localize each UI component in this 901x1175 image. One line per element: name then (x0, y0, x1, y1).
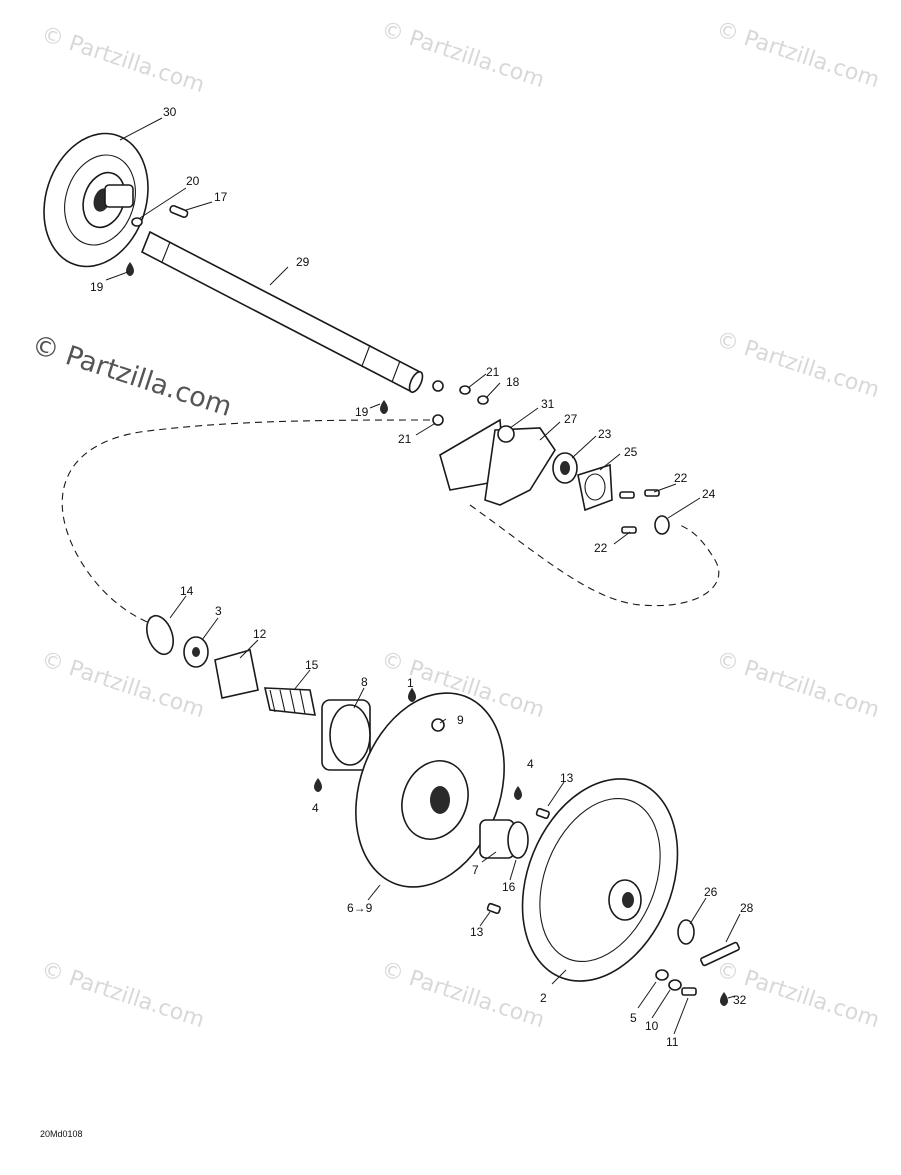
lubricant-drop-icon (720, 992, 728, 1006)
callout-9: 9 (457, 713, 464, 727)
callout-2: 2 (540, 991, 547, 1005)
watermark-main: © Partzilla.com (28, 329, 236, 423)
watermark: © Partzilla.com (713, 647, 882, 723)
shaft (140, 230, 424, 394)
lubricant-drop-icon (314, 778, 322, 792)
callout-8: 8 (361, 675, 368, 689)
belt-outline (61, 419, 720, 631)
screw-part-22 (621, 526, 637, 534)
callout-17: 17 (214, 190, 228, 204)
washer-part-18 (477, 395, 489, 405)
slider-part-13 (535, 807, 550, 820)
drive-pulley (43, 132, 149, 268)
callout-16: 16 (502, 880, 516, 894)
fixed-half-part-2 (521, 778, 679, 982)
callout-25: 25 (624, 445, 638, 459)
callout-23: 23 (598, 427, 612, 441)
screw-part-11 (681, 987, 697, 996)
flange-part-25 (577, 463, 613, 512)
cam-part-12 (214, 648, 259, 699)
screw-part-22 (619, 491, 635, 499)
callout-1: 1 (407, 676, 414, 690)
callout-31: 31 (541, 397, 555, 411)
lubricant-drop-icon (408, 688, 416, 702)
callout-labels: 30 20 17 19 29 21 18 19 31 21 27 23 25 2… (90, 105, 754, 1049)
callout-28: 28 (740, 901, 754, 915)
callout-24: 24 (702, 487, 716, 501)
callout-4: 4 (527, 757, 534, 771)
callout-30: 30 (163, 105, 177, 119)
callout-21: 21 (398, 432, 412, 446)
callout-12: 12 (253, 627, 267, 641)
diagram-code: 20Md0108 (40, 1129, 83, 1139)
callout-32: 32 (733, 993, 747, 1007)
callout-13: 13 (560, 771, 574, 785)
callout-22: 22 (594, 541, 608, 555)
leader-lines (105, 117, 741, 1035)
callout-15: 15 (305, 658, 319, 672)
washer-part-5 (655, 969, 669, 981)
callout-20: 20 (186, 174, 200, 188)
washer-part-10 (668, 979, 682, 991)
callout-14: 14 (180, 584, 194, 598)
callout-13: 13 (470, 925, 484, 939)
pin-part-17 (169, 204, 189, 218)
lubricant-drop-icon (514, 786, 522, 800)
callout-26: 26 (704, 885, 718, 899)
callout-10: 10 (645, 1019, 659, 1033)
plate-part-27 (484, 427, 556, 506)
callout-4: 4 (312, 801, 319, 815)
washer-part-16 (507, 821, 529, 859)
watermark: © Partzilla.com (713, 17, 882, 93)
callout-19: 19 (355, 405, 369, 419)
bolt-part-9 (431, 718, 445, 732)
watermark: © Partzilla.com (38, 957, 207, 1033)
callout-5: 5 (630, 1011, 637, 1025)
nut-part-21 (432, 414, 444, 426)
lubricant-drop-icon (126, 262, 134, 276)
callout-6-9: 6→9 (347, 901, 373, 915)
watermark: © Partzilla.com (378, 957, 547, 1033)
nut-part-21 (459, 385, 471, 395)
callout-29: 29 (296, 255, 310, 269)
key-part-20 (131, 217, 143, 227)
watermark-layer: © Partzilla.com © Partzilla.com © Partzi… (28, 17, 883, 1033)
ring-part-24 (654, 515, 670, 535)
lubricant-drop-icon (380, 400, 388, 414)
circlip-part-14 (146, 614, 174, 656)
callout-7: 7 (472, 863, 479, 877)
callout-11: 11 (666, 1035, 679, 1049)
seal-part-31 (497, 425, 515, 443)
callout-21: 21 (486, 365, 500, 379)
callout-18: 18 (506, 375, 520, 389)
nut-part-21 (432, 380, 444, 392)
bolt-part-28 (700, 941, 740, 967)
slider-part-13 (486, 902, 501, 915)
washer-part-26 (677, 919, 695, 945)
watermark: © Partzilla.com (713, 327, 882, 403)
callout-27: 27 (564, 412, 578, 426)
watermark: © Partzilla.com (38, 647, 207, 723)
watermark: © Partzilla.com (38, 22, 207, 98)
callout-19: 19 (90, 280, 104, 294)
callout-22: 22 (674, 471, 688, 485)
watermark: © Partzilla.com (378, 17, 547, 93)
callout-3: 3 (215, 604, 222, 618)
